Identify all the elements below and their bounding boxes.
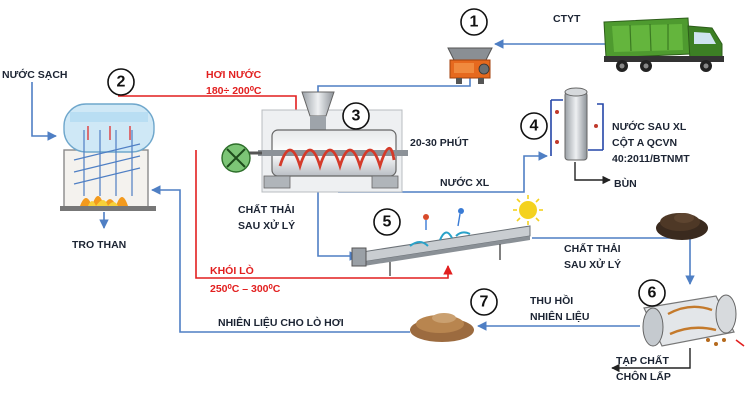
black-flow-lines	[574, 162, 691, 373]
fuel-recovery-label-1: THU HỒI	[530, 294, 573, 307]
waste-after-treatment-label-4: SAU XỬ LÝ	[564, 258, 621, 271]
landfill-label: CHÔN LẤP	[616, 370, 671, 383]
labels: CTYT NƯỚC SẠCH HƠI NƯỚC 180÷ 200⁰C 20-30…	[2, 13, 690, 383]
screw-sterilizer-icon	[244, 91, 408, 193]
garbage-truck-icon	[603, 17, 724, 72]
waste-after-treatment-label-1: CHẤT THẢI	[238, 203, 295, 216]
treated-water-flow-label: NƯỚC XL	[440, 176, 490, 189]
impurities-label: TẠP CHẤT	[616, 354, 669, 367]
flow-fuel-to-boiler	[151, 185, 410, 333]
flow-impurities	[611, 348, 691, 373]
step-3-number: 3	[352, 108, 361, 125]
waste-after-treatment-label-2: SAU XỬ LÝ	[238, 219, 295, 232]
solar-dryer-conveyor-icon	[351, 208, 531, 276]
steam-boiler-icon	[60, 103, 156, 211]
fuel-recovery-label-2: NHIÊN LIỆU	[530, 310, 590, 323]
steam-temp-label: 180÷ 200⁰C	[206, 85, 262, 97]
step-7-number: 7	[480, 294, 489, 311]
sun-icon	[513, 195, 543, 225]
step-2-number: 2	[117, 74, 126, 91]
boiler-fuel-label: NHIÊN LIỆU CHO LÒ HƠI	[218, 316, 344, 329]
clean-water-label: NƯỚC SẠCH	[2, 68, 68, 81]
steam-label: HƠI NƯỚC	[206, 68, 262, 81]
sludge-label: BÙN	[614, 177, 637, 190]
treated-waste-pile-icon	[656, 213, 708, 240]
separator-drum-icon	[642, 294, 745, 347]
step-5-number: 5	[383, 214, 392, 231]
ctyt-label: CTYT	[553, 13, 581, 25]
flow-sludge	[574, 162, 611, 185]
duration-label: 20-30 PHÚT	[410, 136, 469, 149]
treated-water-label-3: 40:2011/BTNMT	[612, 153, 690, 165]
motor-icon	[221, 143, 251, 173]
flow-clean-water-in	[31, 82, 57, 141]
flow-flue-gas	[195, 150, 453, 279]
step-4-number: 4	[530, 118, 539, 135]
step-markers: 1 2 3 4 5 6 7	[107, 8, 666, 316]
recovered-fuel-pile-icon	[410, 313, 474, 342]
ash-label: TRO THAN	[72, 239, 126, 251]
waste-after-treatment-label-3: CHẤT THẢI	[564, 242, 621, 255]
step-1-number: 1	[470, 14, 479, 31]
flow-water-to-tank	[338, 151, 548, 193]
treated-water-label-2: CỘT A QCVN	[612, 136, 677, 149]
step-6-number: 6	[648, 285, 657, 302]
flue-gas-label: KHÓI LÒ	[210, 264, 254, 277]
treated-water-label-1: NƯỚC SAU XL	[612, 120, 687, 133]
flow-shredder-to-sterilizer	[313, 77, 471, 105]
flow-waste-to-dryer	[317, 192, 359, 261]
shredder-icon	[447, 47, 493, 84]
water-treatment-tank-icon	[550, 87, 604, 161]
flue-gas-temp-label: 250⁰C – 300⁰C	[210, 283, 281, 295]
